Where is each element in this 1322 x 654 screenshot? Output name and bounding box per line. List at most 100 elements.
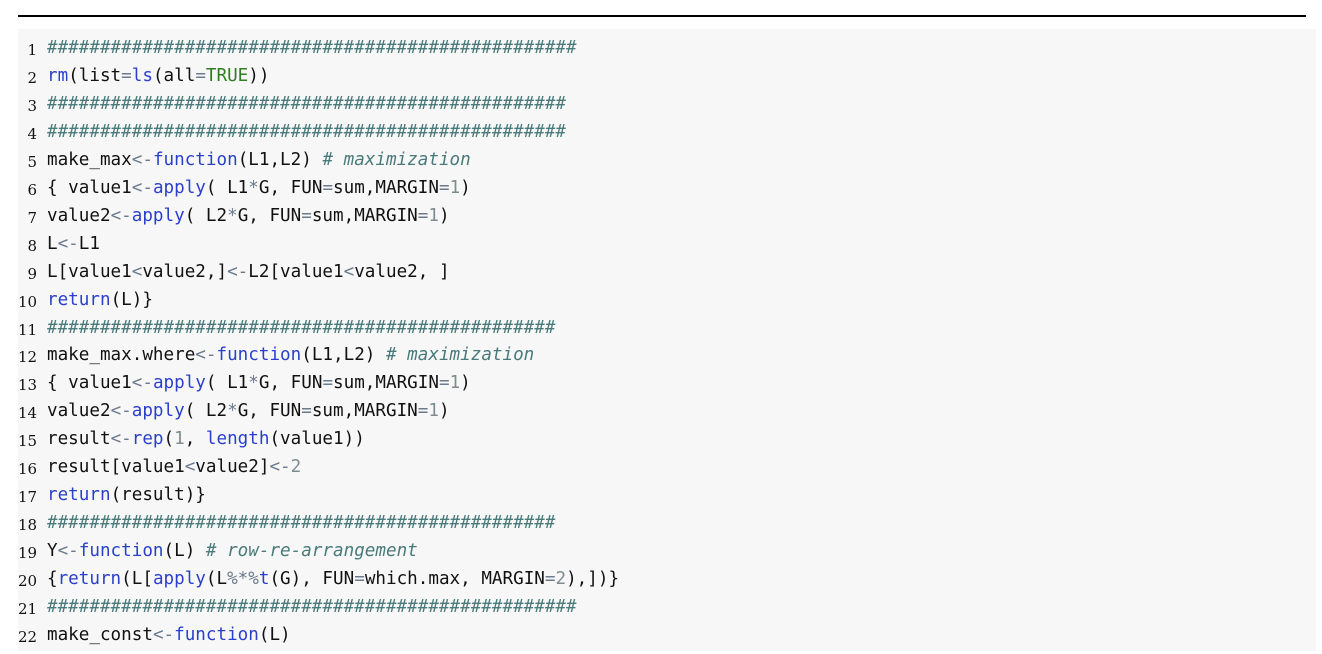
code-token: apply xyxy=(152,373,206,394)
code-token: <- xyxy=(131,177,153,198)
line-number: 17 xyxy=(18,488,38,507)
code-token: * xyxy=(248,373,259,394)
code-token: sum,MARGIN xyxy=(333,177,439,198)
line-number: 4 xyxy=(27,124,37,143)
code-line: 13{ value1<-apply( L1*G, FUN=sum,MARGIN=… xyxy=(18,369,1316,397)
code-token: function xyxy=(216,345,302,366)
line-number: 11 xyxy=(18,320,38,339)
code-token: 1 xyxy=(428,401,439,422)
line-number: 22 xyxy=(18,627,38,646)
line-code: ########################################… xyxy=(47,38,577,58)
code-token: (L1,L2) xyxy=(237,149,323,170)
code-token: ),])} xyxy=(566,569,620,590)
code-token: ls xyxy=(131,65,153,86)
code-token: = xyxy=(417,205,429,226)
line-number: 1 xyxy=(27,41,37,59)
code-token: return xyxy=(47,485,111,506)
code-token: <- xyxy=(195,345,217,366)
code-token: (L)} xyxy=(110,289,153,310)
code-token: apply xyxy=(152,569,206,590)
code-line: 16 result[value1<value2]<-2 xyxy=(18,453,1316,481)
code-token: (value1)) xyxy=(269,429,365,450)
code-token: * xyxy=(248,177,259,198)
line-code: ########################################… xyxy=(47,597,577,617)
line-code: rm(list=ls(all=TRUE)) xyxy=(47,66,269,86)
code-token: rep xyxy=(131,429,164,450)
code-token: = xyxy=(301,205,312,226)
code-token: (G), FUN xyxy=(269,569,355,590)
code-token: result[value1 xyxy=(47,457,185,478)
line-number: 5 xyxy=(27,152,37,171)
line-code: return(result)} xyxy=(47,485,206,505)
code-token: ) xyxy=(460,177,471,198)
code-token: 1 xyxy=(449,177,461,198)
code-token: ########################################… xyxy=(47,38,577,58)
code-token: 1 xyxy=(449,373,461,394)
code-token: result xyxy=(47,429,111,450)
code-token: G, FUN xyxy=(237,401,302,422)
code-token: 2 xyxy=(290,457,302,478)
code-token: ( L1 xyxy=(205,177,249,198)
line-number: 3 xyxy=(27,96,37,115)
code-token: = xyxy=(417,401,429,422)
code-token: sum,MARGIN xyxy=(311,401,418,422)
code-token: <- xyxy=(110,205,132,226)
code-token: (L) xyxy=(258,624,291,645)
code-token: make_max.where xyxy=(47,345,196,366)
line-code: L[value1<value2,]<-L2[value1<value2, ] xyxy=(47,262,450,282)
line-code: make_max<-function(L1,L2) # maximization xyxy=(47,150,471,170)
code-token: L xyxy=(47,233,58,254)
code-token: sum,MARGIN xyxy=(333,373,439,394)
line-number: 14 xyxy=(18,404,38,423)
code-token: ) xyxy=(460,373,471,394)
line-number: 10 xyxy=(18,292,38,311)
code-line: 21######################################… xyxy=(18,593,1316,621)
line-number: 2 xyxy=(27,68,37,87)
code-line: 4#######################################… xyxy=(18,118,1316,146)
line-code: ########################################… xyxy=(47,94,566,114)
code-token: = xyxy=(438,177,450,198)
code-token: ( xyxy=(163,429,175,450)
code-token: value2,] xyxy=(142,261,228,282)
code-token: <- xyxy=(131,373,153,394)
line-code: ########################################… xyxy=(47,513,555,533)
line-number: 9 xyxy=(27,264,37,283)
line-code: make_const<-function(L) xyxy=(47,625,291,645)
code-token: <- xyxy=(227,261,249,282)
code-token: = xyxy=(354,569,365,590)
line-code: {return(L[apply(L%*%t(G), FUN=which.max,… xyxy=(47,569,619,589)
line-code: value2<-apply( L2*G, FUN=sum,MARGIN=1) xyxy=(47,401,450,421)
code-token: (result)} xyxy=(110,485,206,506)
code-token: make_max xyxy=(47,149,132,170)
code-token: = xyxy=(301,401,312,422)
code-token: # maximization xyxy=(385,345,535,366)
line-number: 18 xyxy=(18,516,38,535)
code-token: <- xyxy=(269,457,291,478)
code-token: ########################################… xyxy=(47,513,556,534)
code-token: < xyxy=(184,457,196,478)
code-listing: 1 #######################################… xyxy=(18,29,1316,651)
code-token: L[value1 xyxy=(47,261,132,282)
code-line: 17 return(result)} xyxy=(18,481,1316,509)
code-token: 2 xyxy=(555,569,567,590)
code-token: ########################################… xyxy=(47,317,556,338)
code-token: ( L1 xyxy=(205,373,249,394)
code-token: apply xyxy=(131,205,185,226)
line-code: result[value1<value2]<-2 xyxy=(47,457,301,477)
code-token: function xyxy=(174,624,259,645)
code-token: return xyxy=(47,289,111,310)
code-token: , xyxy=(184,429,206,450)
code-token: < xyxy=(343,261,355,282)
code-token: <- xyxy=(57,541,79,562)
code-token: make_const xyxy=(47,624,153,645)
line-number: 16 xyxy=(18,460,38,479)
line-number: 6 xyxy=(27,180,37,199)
code-token: ########################################… xyxy=(47,597,577,617)
line-code: ########################################… xyxy=(47,318,555,338)
code-token: = xyxy=(121,65,132,86)
